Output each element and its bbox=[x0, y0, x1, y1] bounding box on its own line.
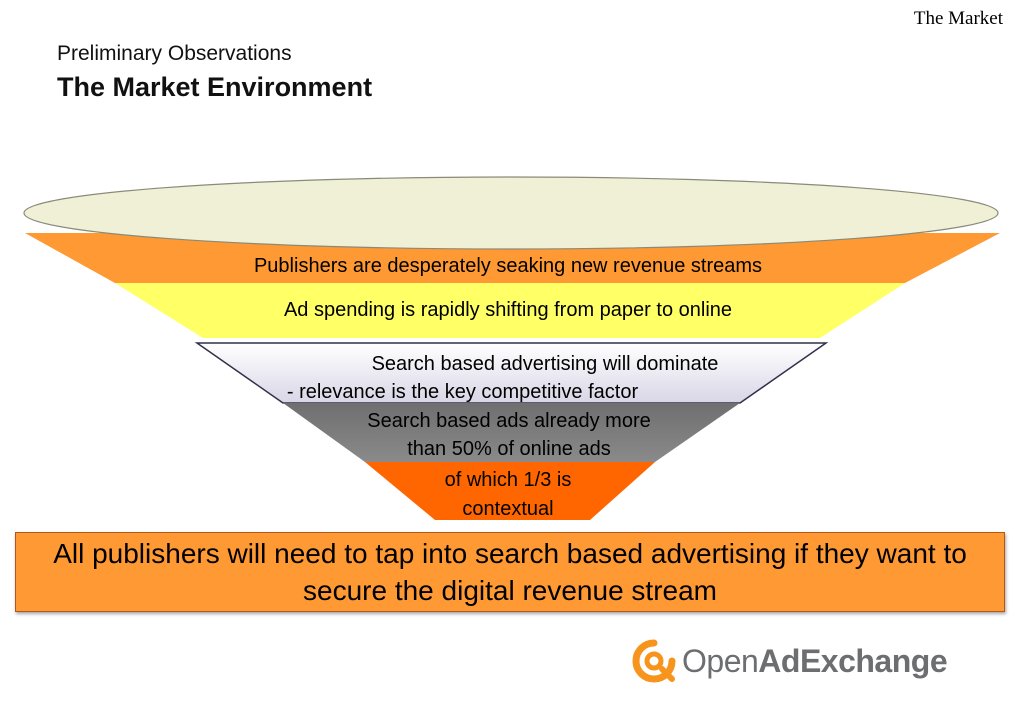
market-funnel bbox=[23, 176, 1000, 520]
logo-wordmark: OpenAdExchange bbox=[682, 642, 948, 680]
funnel-level-4 bbox=[283, 403, 740, 462]
funnel-level-5-label: of which 1/3 is contextual bbox=[360, 466, 656, 524]
funnel-level-3-line-2: - relevance is the key competitive facto… bbox=[286, 381, 639, 403]
logo-word-open: Open bbox=[682, 642, 759, 679]
slide-title: The Market Environment bbox=[57, 72, 373, 102]
funnel-level-5-line-2: contextual bbox=[462, 498, 554, 520]
company-logo: OpenAdExchange bbox=[632, 638, 948, 684]
funnel-level-3-line-1: Search based advertising will dominate bbox=[371, 353, 719, 375]
funnel-level-5 bbox=[365, 462, 655, 520]
conclusion-text: All publishers will need to tap into sea… bbox=[53, 538, 967, 606]
conclusion-box: All publishers will need to tap into sea… bbox=[15, 532, 1005, 612]
funnel-level-4-label: Search based ads already more than 50% o… bbox=[300, 407, 718, 463]
funnel-level-3-label: Search based advertising will dominate -… bbox=[220, 350, 840, 406]
funnel-level-5-line-1: of which 1/3 is bbox=[444, 469, 572, 491]
funnel-level-1-label: Publishers are desperately seaking new r… bbox=[253, 255, 763, 277]
open-ad-exchange-logo-icon bbox=[632, 639, 676, 683]
logo-word-adexchange: AdExchange bbox=[758, 642, 948, 679]
funnel-level-4-line-2: than 50% of online ads bbox=[407, 438, 611, 460]
funnel-level-2-label: Ad spending is rapidly shifting from pap… bbox=[283, 299, 733, 321]
slide-subtitle: Preliminary Observations bbox=[57, 42, 292, 65]
funnel-level-2 bbox=[115, 283, 905, 338]
funnel-level-1 bbox=[25, 233, 1000, 283]
funnel-rim bbox=[23, 176, 999, 250]
section-label: The Market bbox=[913, 8, 1003, 29]
funnel-level-4-line-1: Search based ads already more bbox=[367, 410, 651, 432]
